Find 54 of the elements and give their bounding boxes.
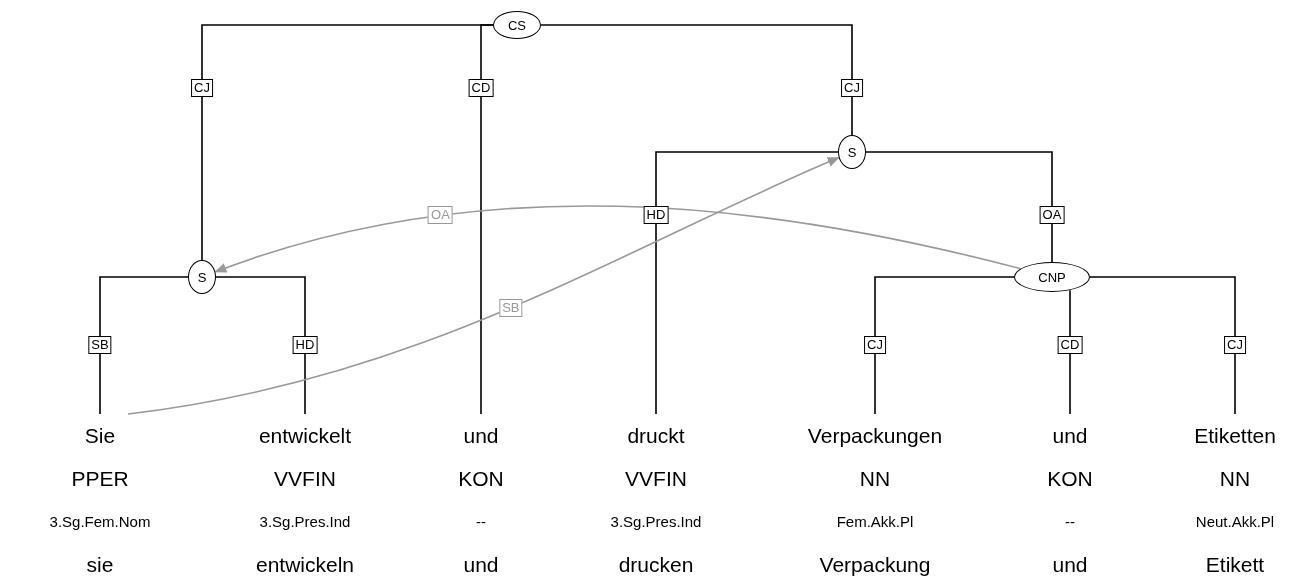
word-text: druckt: [627, 423, 685, 449]
pos-tag: NN: [1219, 457, 1251, 500]
morph-tag: --: [1065, 500, 1075, 543]
lemma-text: drucken: [618, 552, 694, 578]
word-text: entwickelt: [258, 423, 352, 449]
edge-label: CJ: [191, 79, 213, 97]
edge-label: CD: [468, 79, 494, 97]
tree-branch-line: [865, 151, 1053, 263]
lemma-text: Verpackung: [819, 552, 931, 578]
tree-branch-line: [215, 276, 306, 415]
category-ellipse: S: [188, 260, 216, 294]
category-ellipse: CNP: [1014, 262, 1090, 292]
pos-tag: KON: [1047, 457, 1093, 500]
word-text: Verpackungen: [807, 423, 943, 449]
morph-tag: 3.Sg.Fem.Nom: [49, 500, 151, 543]
pos-tag: VVFIN: [625, 457, 687, 500]
edge-label: HD: [292, 336, 318, 354]
word-text: und: [1052, 423, 1088, 449]
edge-label: CJ: [864, 336, 886, 354]
tree-branch-line: [540, 24, 853, 136]
lemma-text: Etikett: [1205, 552, 1265, 578]
morph-tag: --: [476, 500, 486, 543]
tree-branch-line: [1089, 276, 1236, 415]
tree-branch-line: [480, 24, 494, 415]
edge-label: SB: [88, 336, 112, 354]
word-text: Sie: [84, 423, 116, 449]
pos-tag: PPER: [71, 457, 129, 500]
edge-label: CJ: [841, 79, 863, 97]
curved-arrow: [127, 156, 840, 415]
morph-tag: 3.Sg.Pres.Ind: [610, 500, 702, 543]
lemma-text: entwickeln: [255, 552, 355, 578]
lemma-text: sie: [86, 552, 114, 578]
tree-branch-line: [655, 151, 839, 415]
pos-tag: VVFIN: [274, 457, 336, 500]
pos-tag: NN: [859, 457, 891, 500]
edge-label: CD: [1057, 336, 1083, 354]
edge-label: HD: [643, 206, 669, 224]
lemma-text: und: [1052, 552, 1088, 578]
edge-label: CJ: [1224, 336, 1246, 354]
pos-tag: KON: [458, 457, 504, 500]
curved-arrow: [214, 205, 1022, 274]
morph-tag: Neut.Akk.Pl: [1195, 500, 1275, 543]
tree-branch-line: [874, 276, 1015, 415]
lemma-text: und: [463, 552, 499, 578]
morph-tag: Fem.Akk.Pl: [836, 500, 914, 543]
morph-tag: 3.Sg.Pres.Ind: [259, 500, 351, 543]
edge-label: OA: [1039, 206, 1065, 224]
category-ellipse: CS: [493, 11, 541, 39]
word-text: und: [463, 423, 499, 449]
word-text: Etiketten: [1194, 423, 1276, 449]
tree-branch-line: [99, 276, 189, 415]
edge-label: SB: [499, 298, 523, 317]
edge-label: OA: [428, 206, 453, 225]
category-ellipse: S: [838, 135, 866, 169]
